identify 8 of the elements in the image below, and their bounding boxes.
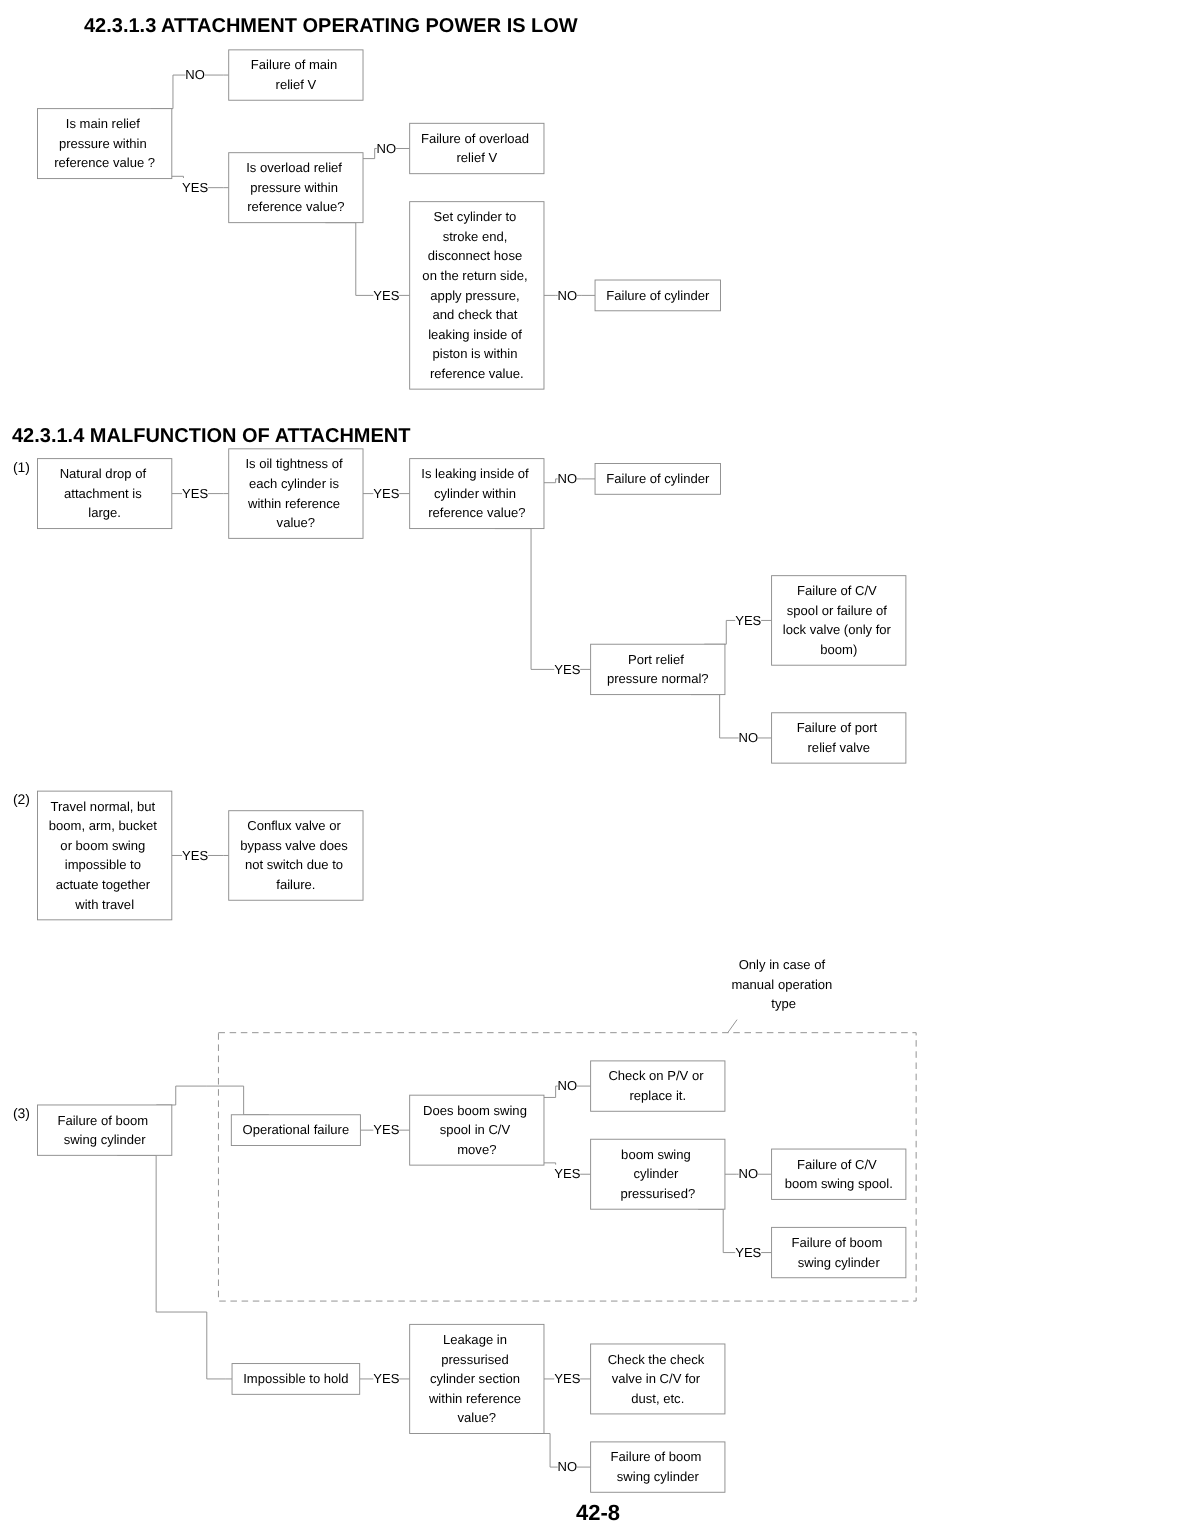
cluster <box>218 1032 917 1302</box>
connector <box>543 478 596 484</box>
connector <box>543 1085 592 1098</box>
page-number: 42-8 <box>576 1502 621 1526</box>
connector <box>727 1019 738 1034</box>
section-heading: 42.3.1.4 MALFUNCTION OF ATTACHMENT <box>10 426 413 449</box>
connector <box>362 148 411 160</box>
section-heading: 42.3.1.3 ATTACHMENT OPERATING POWER IS LOW <box>82 16 580 38</box>
